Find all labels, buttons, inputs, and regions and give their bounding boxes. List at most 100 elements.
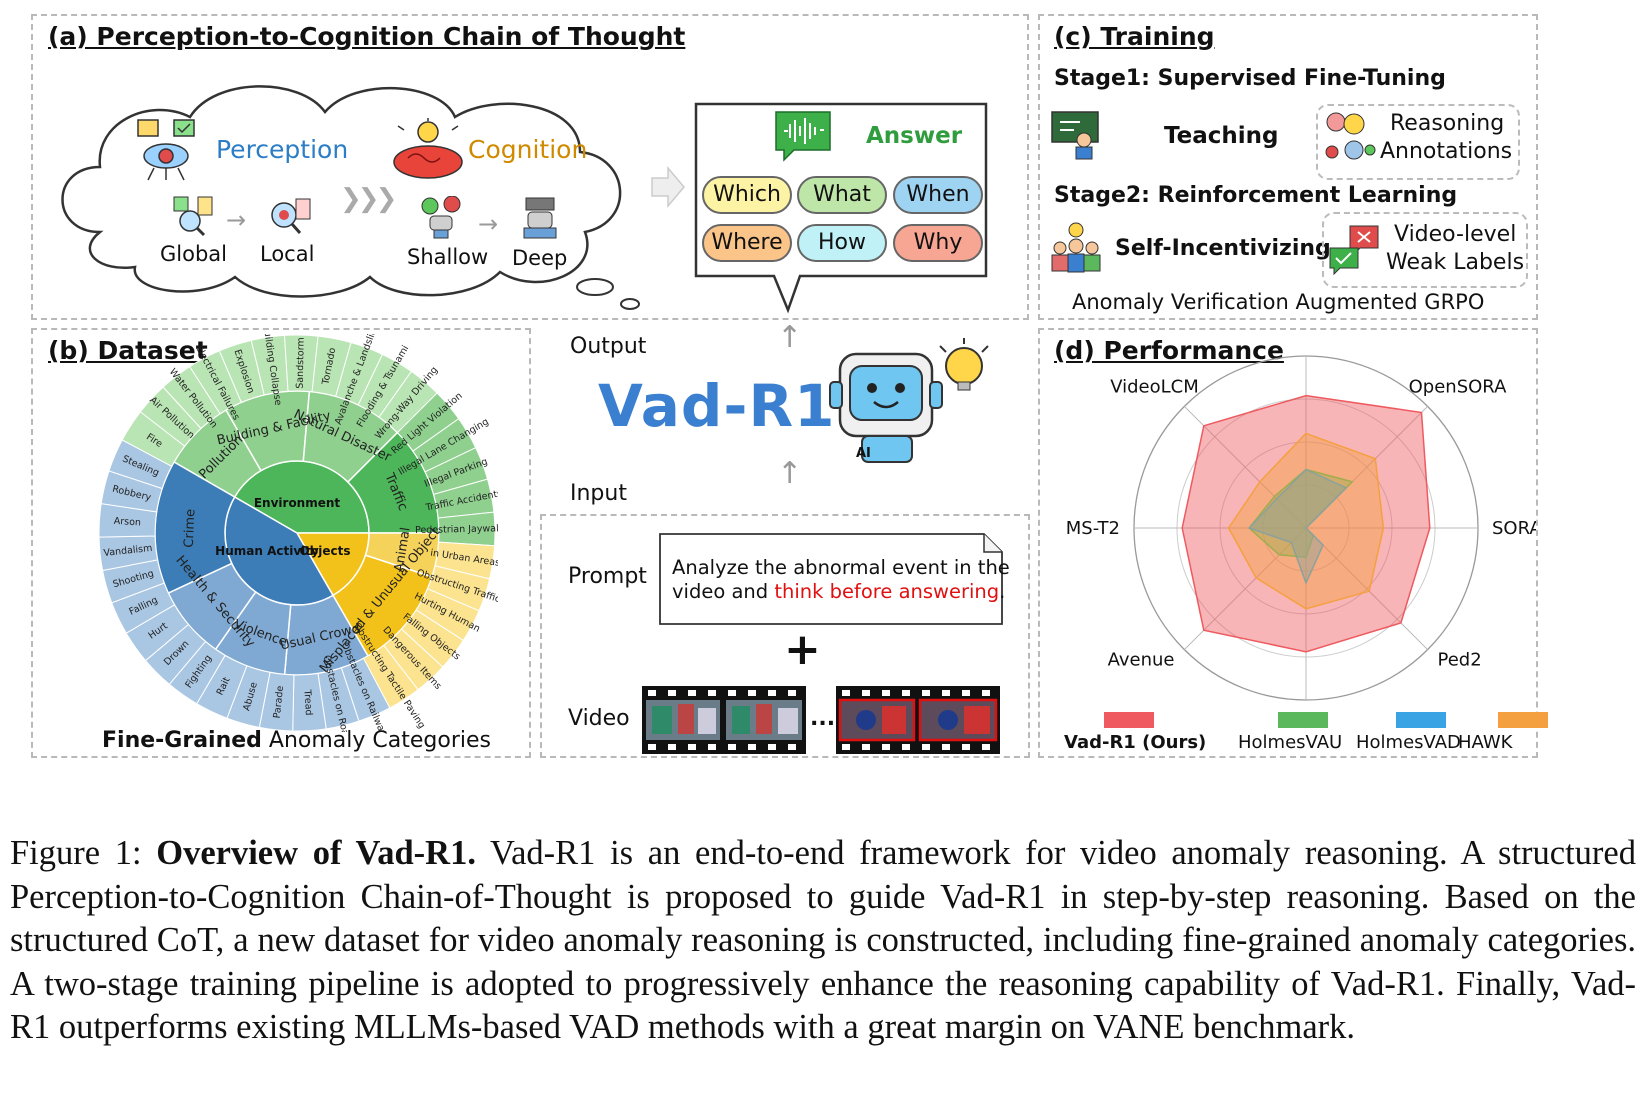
weak-label-1: Video-level <box>1394 222 1517 247</box>
panel-c <box>1038 14 1538 320</box>
prompt-text-highlight: think before answering <box>774 580 1000 603</box>
shallow-label: Shallow <box>407 245 489 269</box>
video-label: Video <box>568 706 630 731</box>
dataset-footer-bold: Fine-Grained <box>102 728 262 753</box>
plus-sign: + <box>784 624 821 675</box>
panel-d-title: (d) Performance <box>1054 336 1284 365</box>
dataset-footer-rest: Anomaly Categories <box>261 728 491 753</box>
question-pill-what: What <box>797 176 887 214</box>
prompt-text-2a: video and <box>672 580 775 603</box>
caption-text: Vad-R1 is an end-to-end framework for vi… <box>10 834 1636 1046</box>
weak-label-2: Weak Labels <box>1386 250 1525 275</box>
answer-label: Answer <box>866 123 963 149</box>
sunburst-outer-label: Vandalism <box>103 543 153 559</box>
sunburst-inner-label: Objects <box>299 544 350 558</box>
sunburst-outer-label: Sandstorm <box>295 337 307 389</box>
sunburst-inner-label: Environment <box>254 496 341 510</box>
stage2-label: Stage2: Reinforcement Learning <box>1054 183 1458 208</box>
figure-caption: Figure 1: Overview of Vad-R1. Vad-R1 is … <box>10 832 1636 1050</box>
global-icon <box>173 196 213 237</box>
model-name: Vad-R1 <box>598 372 836 440</box>
prompt-text-2c: . <box>999 580 1006 603</box>
question-pill-why: Why <box>893 224 983 262</box>
team-icon <box>1051 222 1101 273</box>
global-label: Global <box>160 242 227 266</box>
legend-label: HAWK <box>1458 732 1513 753</box>
teacher-icon <box>1051 111 1099 160</box>
legend-swatch <box>1278 712 1328 728</box>
triple-chevron-icon: ❯❯❯ <box>340 184 397 214</box>
legend-swatch <box>1498 712 1548 728</box>
prompt-note <box>659 533 1003 625</box>
panel-b <box>31 328 531 758</box>
ellipsis: ... <box>810 706 836 731</box>
sunburst-middle-label: Crime <box>182 509 199 548</box>
input-label: Input <box>570 481 627 506</box>
legend-swatch <box>1396 712 1446 728</box>
radar-axis-label: Ped2 <box>1438 650 1482 671</box>
thought-cloud <box>61 85 640 310</box>
radar-axis-label: Avenue <box>1108 650 1175 671</box>
arrow-right-icon: → <box>226 206 247 234</box>
deep-icon <box>523 197 557 239</box>
question-pill-when: When <box>893 176 983 214</box>
sunburst-outer-label: Tread <box>301 688 314 715</box>
radar-axis-line <box>1184 406 1307 529</box>
sunburst-outer-label: Pedestrian Jaywalking <box>415 523 498 536</box>
dataset-footer: Fine-Grained Anomaly Categories <box>102 728 491 753</box>
prompt-text-line2: video and think before answering. <box>672 580 1005 603</box>
question-pill-which: Which <box>702 176 792 214</box>
stage1-label: Stage1: Supervised Fine-Tuning <box>1054 66 1446 91</box>
grpo-label: Anomaly Verification Augmented GRPO <box>1072 290 1485 314</box>
film-strip-left <box>642 686 806 754</box>
radar-axis-label: MS-T2 <box>1066 518 1120 539</box>
cognition-label: Cognition <box>468 135 588 164</box>
ai-badge: AI <box>856 446 871 461</box>
reasoning-box <box>1316 104 1520 180</box>
legend-label: Vad-R1 (Ours) <box>1064 732 1207 753</box>
radar-series-polygon <box>1227 432 1385 610</box>
caption-bold: Overview of Vad-R1. <box>156 834 476 872</box>
reasoning-label-2: Annotations <box>1380 139 1513 164</box>
arrow-right-icon <box>651 166 685 208</box>
perception-label: Perception <box>216 135 349 164</box>
radar-axis-label: SORA <box>1492 518 1536 539</box>
radar-axis-line <box>1184 527 1307 650</box>
sunburst-inner-label: Human Activity <box>215 544 319 558</box>
perception-icon <box>137 119 195 181</box>
local-icon <box>271 198 311 234</box>
panel-b-title: (b) Dataset <box>48 336 208 365</box>
check-cross-bubble-icon <box>1329 225 1379 276</box>
legend-swatch <box>1104 712 1154 728</box>
radar-chart: RG2OpenSORASORAPed2Ped1AvenueMS-T2VideoL… <box>1066 355 1536 701</box>
shallow-icon <box>421 196 461 239</box>
question-pill-how: How <box>797 224 887 262</box>
caption-fig: Figure 1: <box>10 834 157 872</box>
panel-a-title: (a) Perception-to-Cognition Chain of Tho… <box>48 22 686 51</box>
reasoning-label-1: Reasoning <box>1390 111 1505 136</box>
sunburst-middle-label: Animal <box>392 526 414 573</box>
robot-bulb-icon <box>829 338 989 463</box>
output-label: Output <box>570 334 647 359</box>
question-pill-where: Where <box>702 224 792 262</box>
radar-axis-label: VideoLCM <box>1110 376 1199 397</box>
panel-d <box>1038 328 1538 758</box>
arrow-up-icon: ↑ <box>777 456 803 491</box>
radar-series-polygon <box>1247 468 1348 586</box>
sunburst-outer-label: Parade <box>272 685 286 719</box>
legend-label: HolmesVAU <box>1238 732 1343 753</box>
audio-wave-icon <box>775 111 831 162</box>
sunburst-outer-segment <box>108 439 173 490</box>
sunburst-outer-label: Arson <box>113 516 141 529</box>
panel-a <box>31 14 1029 320</box>
deep-label: Deep <box>512 246 568 270</box>
prompt-text-line1: Analyze the abnormal event in the <box>672 556 1010 579</box>
radar-axis-label: OpenSORA <box>1409 376 1507 397</box>
teaching-label: Teaching <box>1164 123 1279 149</box>
local-label: Local <box>260 242 315 266</box>
brain-bulb-icon <box>393 118 463 179</box>
film-strip-right <box>836 686 1000 754</box>
arrow-up-icon: ↑ <box>777 320 803 355</box>
